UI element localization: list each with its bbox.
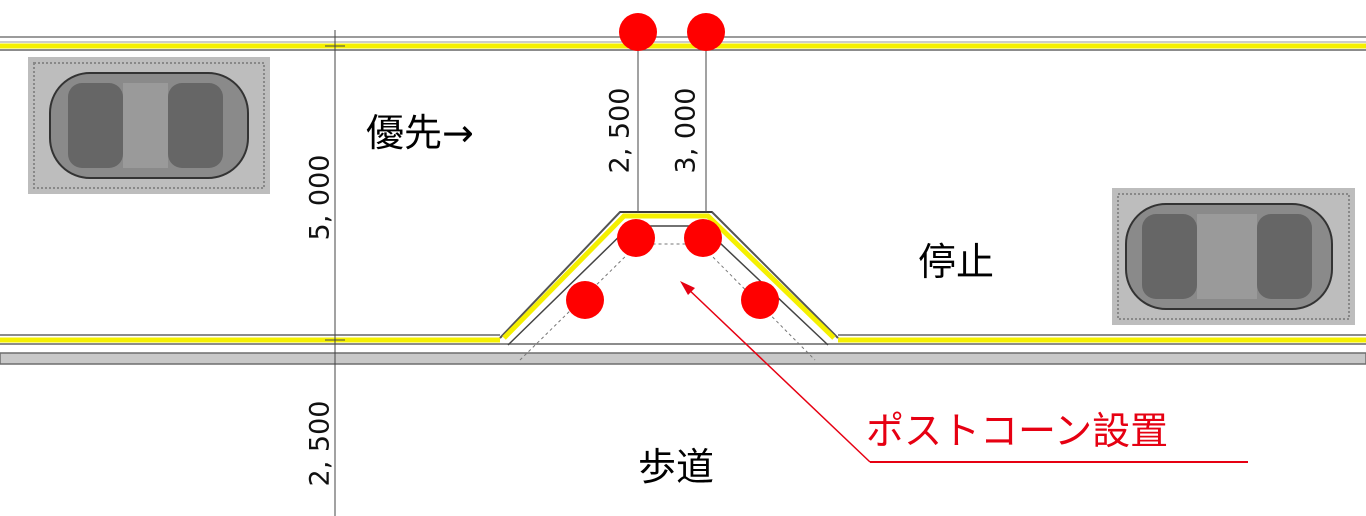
outer-offset-dimension: 3, 000: [670, 87, 702, 174]
post-cone-top-right: [687, 13, 725, 51]
road-width-dimension: 5, 000: [304, 154, 336, 241]
stop-label: 停止: [918, 240, 995, 284]
post-cones: [566, 13, 779, 319]
bottom-road-edge: [0, 334, 1366, 365]
post-cone-island-right: [684, 219, 722, 257]
post-cone-top-left: [619, 13, 657, 51]
sidewalk-label: 歩道: [638, 445, 715, 489]
top-road-edge: [0, 36, 1366, 51]
post-cone-slope-right: [741, 281, 779, 319]
post-cone-island-left: [617, 219, 655, 257]
car-right-icon: [1112, 188, 1355, 325]
priority-label: 優先→: [366, 111, 474, 155]
sidewalk-width-dimension: 2, 500: [304, 400, 336, 487]
car-left-icon: [28, 57, 270, 194]
inner-offset-dimension: 2, 500: [604, 87, 636, 174]
post-cone-callout-label: ポストコーン設置: [866, 409, 1169, 453]
dimension-lines: [325, 30, 707, 516]
post-cone-slope-left: [566, 281, 604, 319]
callout-arrow: [680, 281, 1248, 463]
traffic-island: [499, 211, 839, 361]
